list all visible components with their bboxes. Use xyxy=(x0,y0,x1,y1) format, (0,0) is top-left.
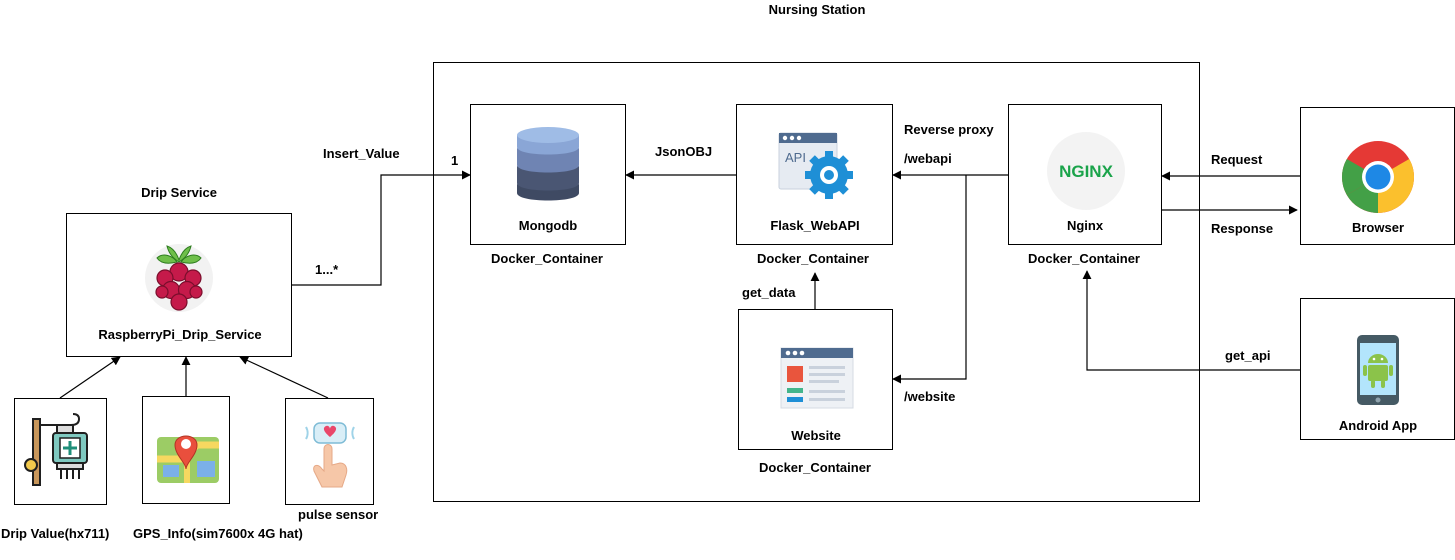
browser-node: Browser xyxy=(1300,107,1455,245)
iv-drip-icon xyxy=(24,413,88,486)
api-icon-text: API xyxy=(785,150,806,165)
raspberry-pi-node: RaspberryPi_Drip_Service xyxy=(66,213,292,357)
mongodb-label: Mongodb xyxy=(518,218,578,233)
nginx-node: NGINX Nginx xyxy=(1008,104,1162,245)
edge-label-json-obj: JsonOBJ xyxy=(655,144,713,159)
edge-nginx-to-website xyxy=(892,175,967,384)
edge-pulse-to-pi xyxy=(239,356,329,399)
api-gear-icon: API xyxy=(778,132,853,199)
flask-webapi-label: Flask_WebAPI xyxy=(770,218,860,233)
android-app-label: Android App xyxy=(1338,418,1418,433)
edge-label-get-api: get_api xyxy=(1225,348,1271,363)
gps-label: GPS_Info(sim7600x 4G hat) xyxy=(133,526,303,541)
edge-label-response: Response xyxy=(1211,221,1274,236)
pulse-sensor-label: pulse sensor xyxy=(298,507,379,522)
android-app-node: Android App xyxy=(1300,298,1455,440)
nginx-label: Nginx xyxy=(1066,218,1104,233)
edge-label-website: /website xyxy=(904,389,956,404)
edge-drip-to-mongodb xyxy=(292,170,471,286)
raspberry-pi-icon xyxy=(145,244,213,312)
edge-label-webapi: /webapi xyxy=(904,151,952,166)
chrome-browser-icon xyxy=(1341,141,1415,213)
diagram-title: Nursing Station xyxy=(768,2,866,17)
edge-label-reverse-proxy: Reverse proxy xyxy=(904,122,994,137)
website-container-label: Docker_Container xyxy=(759,460,871,475)
nginx-logo-text: NGINX xyxy=(1059,162,1114,181)
drip-sensor-node xyxy=(14,398,107,505)
pulse-finger-icon xyxy=(305,422,355,488)
database-icon xyxy=(517,127,579,201)
pulse-sensor-node xyxy=(285,398,374,505)
flask-webapi-node: API Flask_WebAPI xyxy=(736,104,893,245)
drip-service-group-label: Drip Service xyxy=(141,185,217,200)
edge-android-to-nginx xyxy=(1082,270,1300,371)
raspberry-pi-label: RaspberryPi_Drip_Service xyxy=(98,327,262,342)
android-phone-icon xyxy=(1357,335,1399,405)
edge-label-insert-value: Insert_Value xyxy=(323,146,400,161)
website-node: Website xyxy=(738,309,893,450)
edge-label-multiplicity-one: 1 xyxy=(451,153,459,168)
edge-label-request: Request xyxy=(1211,152,1263,167)
edge-label-multiplicity-many: 1...* xyxy=(315,262,339,277)
nginx-logo-icon: NGINX xyxy=(1047,132,1125,210)
nginx-container-label: Docker_Container xyxy=(1028,251,1140,266)
edge-dripsensor-to-pi xyxy=(59,356,121,399)
edge-label-get-data: get_data xyxy=(742,285,796,300)
website-page-icon xyxy=(780,347,854,409)
browser-label: Browser xyxy=(1351,220,1405,235)
drip-sensor-label: Drip Value(hx711) xyxy=(1,526,110,541)
mongodb-node: Mongodb xyxy=(470,104,626,245)
gps-map-icon xyxy=(157,435,219,483)
mongodb-container-label: Docker_Container xyxy=(491,251,603,266)
website-label: Website xyxy=(791,428,841,443)
flask-container-label: Docker_Container xyxy=(757,251,869,266)
gps-node xyxy=(142,396,230,504)
